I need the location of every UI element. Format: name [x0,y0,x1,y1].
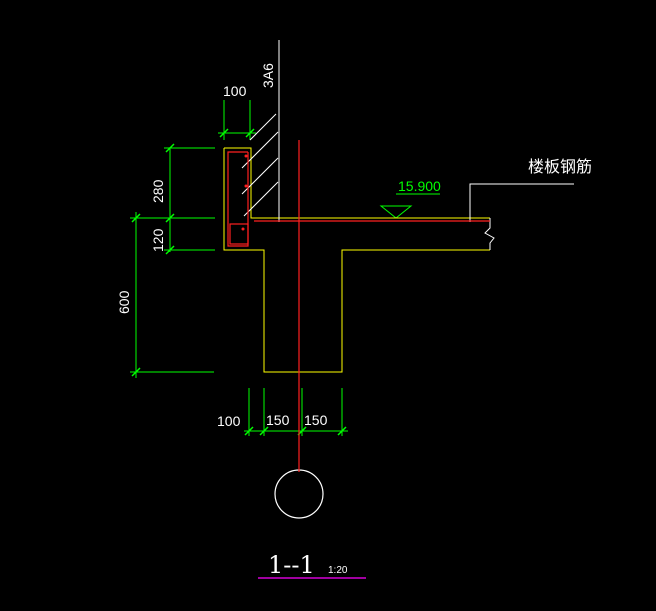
section-title: 1--1 [268,551,315,579]
bottom-mid-label: 150 [266,412,290,428]
rebar-dots [241,154,248,231]
section-scale: 1:20 [328,565,348,576]
dimension-ticks [131,128,347,436]
concrete-outline [223,147,490,373]
height-upper-label: 280 [150,179,166,203]
axis-circle [274,469,324,519]
rebar-callout-label: 3A6 [260,63,276,88]
elevation-label: 15.900 [398,178,441,194]
bottom-left-label: 100 [217,413,241,429]
height-lower-label: 120 [150,228,166,252]
rebar [227,140,490,472]
slab-rebar-label: 楼板钢筋 [528,157,592,176]
drop-height-label: 600 [116,290,132,314]
top-width-label: 100 [223,83,247,99]
dimension-lines [130,100,440,436]
bottom-right-label: 150 [304,412,328,428]
